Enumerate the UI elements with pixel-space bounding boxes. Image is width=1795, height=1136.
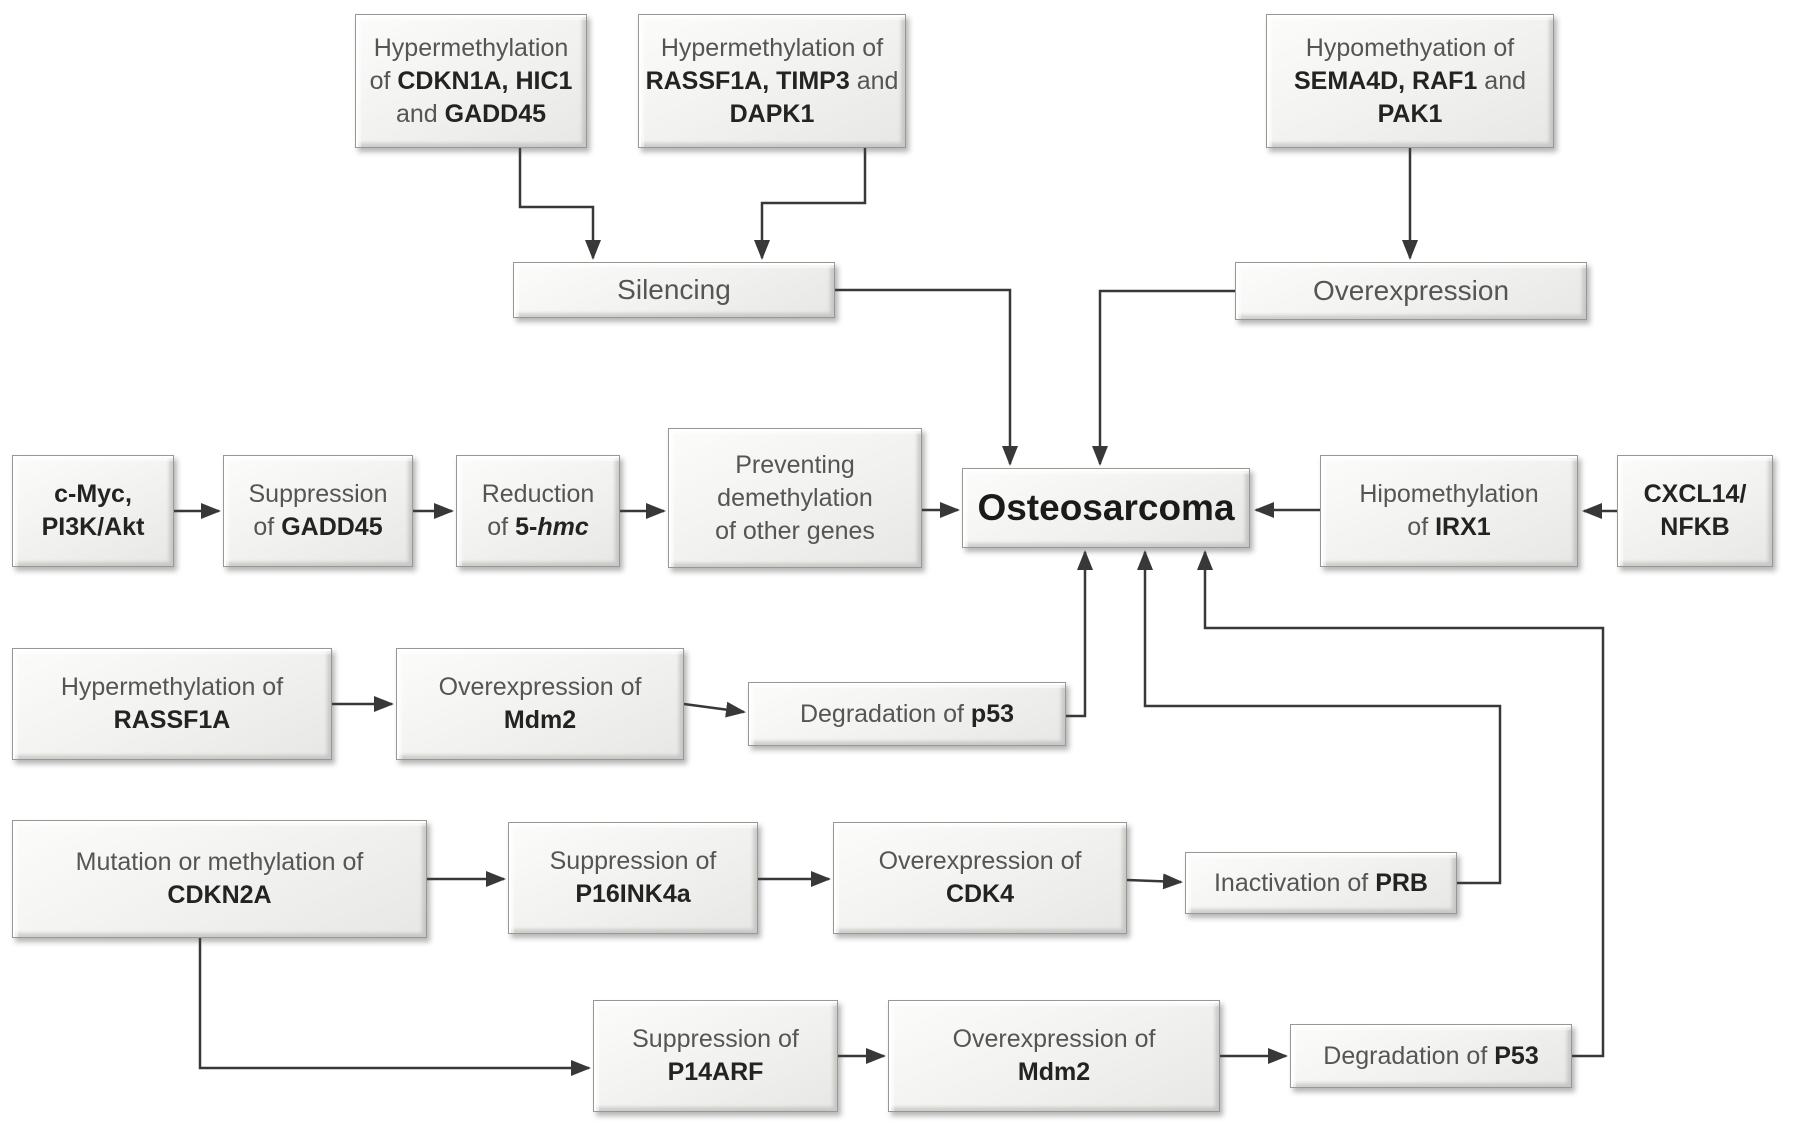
node-reduction-of-5hmc: Reduction of 5-hmc <box>456 455 620 567</box>
node-cxcl14-nfkb: CXCL14/ NFKB <box>1617 455 1773 567</box>
edge-rassf1a-timp3-to-silencing <box>754 148 867 260</box>
node-hypomethylation-sema4d-raf1-pak1: Hypomethyation of SEMA4D, RAF1 and PAK1 <box>1266 14 1554 148</box>
node-degradation-of-p53: Degradation of p53 <box>748 682 1066 746</box>
edge-cdk4-to-prb <box>1126 873 1183 890</box>
node-suppression-of-p16ink4a: Suppression of P16INK4a <box>508 822 758 934</box>
node-inactivation-of-prb: Inactivation of PRB <box>1185 852 1457 914</box>
node-suppression-of-gadd45: Suppression of GADD45 <box>223 455 413 567</box>
edge-prb-to-osteosarcoma <box>1137 550 1502 885</box>
node-overexpression-of-mdm2: Overexpression of Mdm2 <box>396 648 684 760</box>
node-hypermethylation-of-rassf1a: Hypermethylation of RASSF1A <box>12 648 332 760</box>
node-hypermethylation-rassf1a-timp3-dapk1: Hypermethylation of RASSF1A, TIMP3 and D… <box>638 14 906 148</box>
edge-cdkn2a-to-p14arf <box>198 938 591 1076</box>
node-mutation-or-methylation-of-cdkn2a: Mutation or methylation of CDKN2A <box>12 820 427 938</box>
node-degradation-of-p53-2: Degradation of P53 <box>1290 1024 1572 1088</box>
edge-degradation-p53-2-to-osteosarcoma <box>1197 550 1605 1058</box>
node-text: Hypermethylation <box>373 33 569 62</box>
node-osteosarcoma: Osteosarcoma <box>962 468 1250 548</box>
node-cmyc-pi3k-akt: c-Myc, PI3K/Akt <box>12 455 174 567</box>
edge-mdm2-to-degradation-p53 <box>683 701 746 718</box>
node-silencing: Silencing <box>513 262 835 318</box>
node-preventing-demethylation: Preventing demethylation of other genes <box>668 428 922 568</box>
node-overexpression-of-mdm2-2: Overexpression of Mdm2 <box>888 1000 1220 1112</box>
node-suppression-of-p14arf: Suppression of P14ARF <box>593 1000 838 1112</box>
edge-degradation-p53-to-osteosarcoma <box>1066 550 1093 718</box>
edge-cdkn1a-to-silencing <box>518 148 601 260</box>
node-overexpression: Overexpression <box>1235 262 1587 320</box>
node-hipomethylation-of-irx1: Hipomethylation of IRX1 <box>1320 455 1578 567</box>
edge-silencing-to-osteosarcoma <box>835 288 1018 466</box>
edge-overexpression-to-osteosarcoma <box>1092 289 1235 466</box>
node-overexpression-of-cdk4: Overexpression of CDK4 <box>833 822 1127 934</box>
node-hypermethylation-cdkn1a-hic1-gadd45: Hypermethylation of CDKN1A, HIC1 and GAD… <box>355 14 587 148</box>
